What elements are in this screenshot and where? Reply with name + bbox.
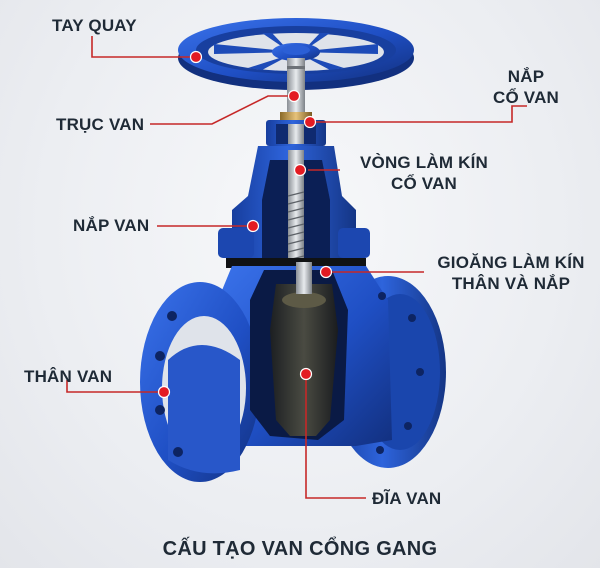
label-neck-cap-line2: CỔ VAN (492, 88, 560, 107)
leader-body (66, 380, 164, 393)
neck-cap-part (266, 112, 326, 146)
leader-neck-cap (310, 105, 527, 123)
label-neck-cap-line1: NẮP (507, 67, 545, 86)
diagram-caption: CẤU TẠO VAN CỔNG GANG (162, 538, 438, 560)
label-neck-seal-line1: VÒNG LÀM KÍN (359, 153, 488, 172)
marker-gasket (319, 265, 333, 279)
marker-bonnet (246, 219, 260, 233)
label-handwheel: TAY QUAY (52, 16, 137, 35)
marker-stem (287, 89, 301, 103)
label-bonnet: NẮP VAN (73, 216, 150, 235)
marker-body (157, 385, 171, 399)
marker-neck-seal (293, 163, 307, 177)
label-body-gasket-line1: GIOĂNG LÀM KÍN (437, 253, 585, 272)
handwheel-part (178, 18, 414, 90)
leader-stem (150, 95, 294, 125)
leader-disc (305, 376, 366, 499)
label-neck-cap: NẮP CỔ VAN (466, 66, 586, 108)
label-body-gasket-line2: THÂN VÀ NẮP (451, 274, 571, 293)
label-disc: ĐĨA VAN (372, 489, 442, 508)
label-body-gasket: GIOĂNG LÀM KÍN THÂN VÀ NẮP (426, 252, 596, 294)
label-neck-seal: VÒNG LÀM KÍN CỔ VAN (344, 152, 504, 194)
label-body: THÂN VAN (24, 367, 113, 386)
label-stem: TRỤC VAN (56, 115, 145, 134)
markers (157, 50, 333, 399)
bonnet-part (218, 146, 370, 270)
label-neck-seal-line2: CỔ VAN (390, 174, 458, 193)
stem-part (287, 58, 305, 120)
leader-handwheel (91, 36, 196, 58)
marker-neck-cap (303, 115, 317, 129)
marker-handwheel (189, 50, 203, 64)
marker-disc (299, 367, 313, 381)
disc-part (270, 262, 338, 436)
leader-lines (66, 36, 527, 499)
